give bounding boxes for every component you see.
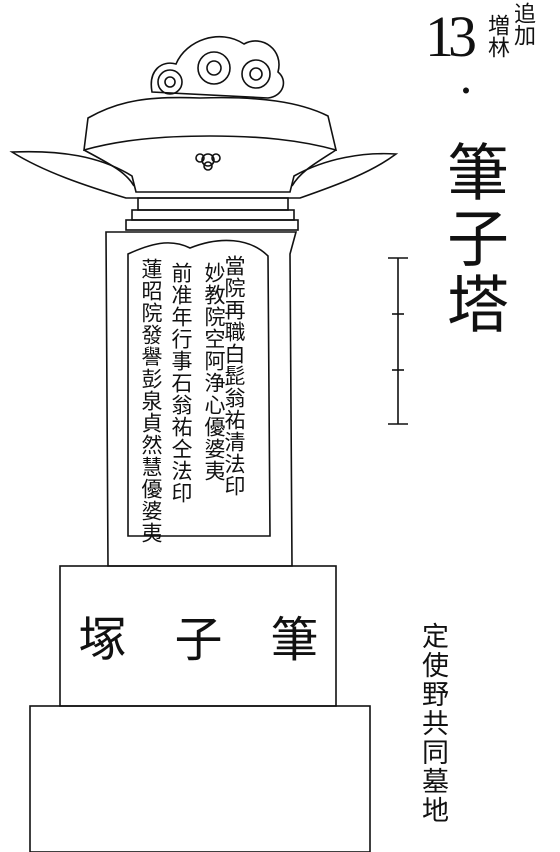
site-name: 定使野共同墓地 bbox=[417, 622, 448, 825]
neck-band-2 bbox=[131, 209, 295, 221]
inscription-line-3: 前准年行事石翁祐仝法印 bbox=[169, 262, 193, 504]
front-char-2: 子 bbox=[174, 612, 223, 668]
base-lower bbox=[29, 705, 371, 852]
front-char-3: 塚 bbox=[78, 612, 127, 668]
scroll-right bbox=[241, 59, 271, 89]
roof-lower-eave bbox=[9, 150, 399, 199]
scale-bar bbox=[388, 257, 408, 425]
scroll-left bbox=[157, 69, 183, 95]
neck-band-1 bbox=[137, 197, 289, 211]
monument-title: 筆子塔 bbox=[436, 140, 509, 338]
monument-number: 13 bbox=[425, 4, 477, 69]
inscription-line-2: 妙教院空阿浄心優婆夷 bbox=[202, 262, 226, 482]
number-dot: ・ bbox=[452, 75, 481, 108]
inscription-line-4: 蓮昭院發譽彭泉貞然慧優婆夷 bbox=[139, 258, 163, 544]
inscription-panel bbox=[127, 239, 271, 537]
front-char-1: 筆 bbox=[270, 612, 319, 668]
monument-shaft bbox=[105, 231, 298, 567]
flower-ornament bbox=[201, 153, 215, 167]
scroll-center bbox=[197, 51, 231, 85]
tag-added: 追加 bbox=[510, 2, 535, 46]
roof-upper bbox=[83, 96, 338, 152]
roof-finial bbox=[150, 35, 285, 99]
inscription-line-1: 當院再職白髭翁祐清法印 bbox=[222, 255, 246, 497]
front-engraving: 塚 子 筆 bbox=[60, 565, 337, 705]
tag-area: 増林 bbox=[484, 14, 509, 58]
